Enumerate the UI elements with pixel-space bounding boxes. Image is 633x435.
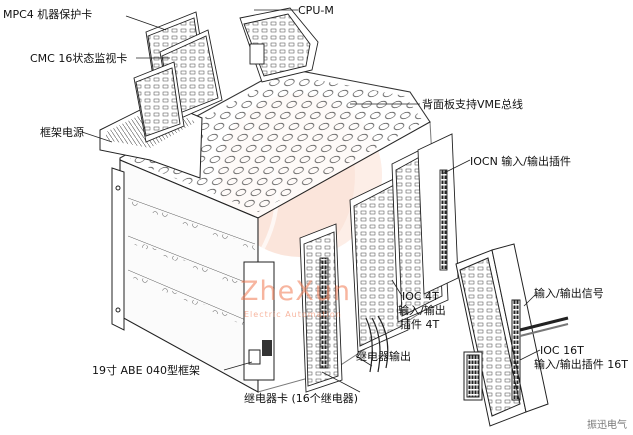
watermark-text: ZheXun [240,276,351,307]
label-ioc16t-line2: 输入/输出插件 16T [534,358,628,371]
label-mpc4: MPC4 机器保护卡 [3,8,93,21]
label-ioc4t-line1: IOC 4T [402,290,439,303]
label-ioc16t-line1: IOC 16T [540,344,584,357]
label-relay-output: 继电器输出 [356,350,411,363]
label-psu: 框架电源 [40,126,84,139]
label-cmc16: CMC 16状态监视卡 [30,52,128,65]
signal-cables [365,315,569,373]
watermark-subtext: Electric Automation [244,310,342,319]
ioc16t-card [455,243,549,427]
label-ioc4t-line2: 输入/输出 [398,304,446,317]
front-cards [299,133,459,393]
label-rack: 19寸 ABE 040型框架 [92,364,201,377]
label-ioc4t-line3: 插件 4T [400,318,440,331]
rack-mounting-flange [111,167,125,331]
leader-lines [81,9,541,393]
rear-cards [133,7,319,143]
label-io-signal: 输入/输出信号 [534,287,604,300]
watermark-corner: 振迅电气 [587,420,627,431]
label-backplane: 背面板支持VME总线 [422,98,523,111]
label-cpu-m: CPU-M [298,4,334,17]
label-iocn: IOCN 输入/输出插件 [470,155,572,168]
label-relay-card: 继电器卡 (16个继电器) [244,392,359,405]
